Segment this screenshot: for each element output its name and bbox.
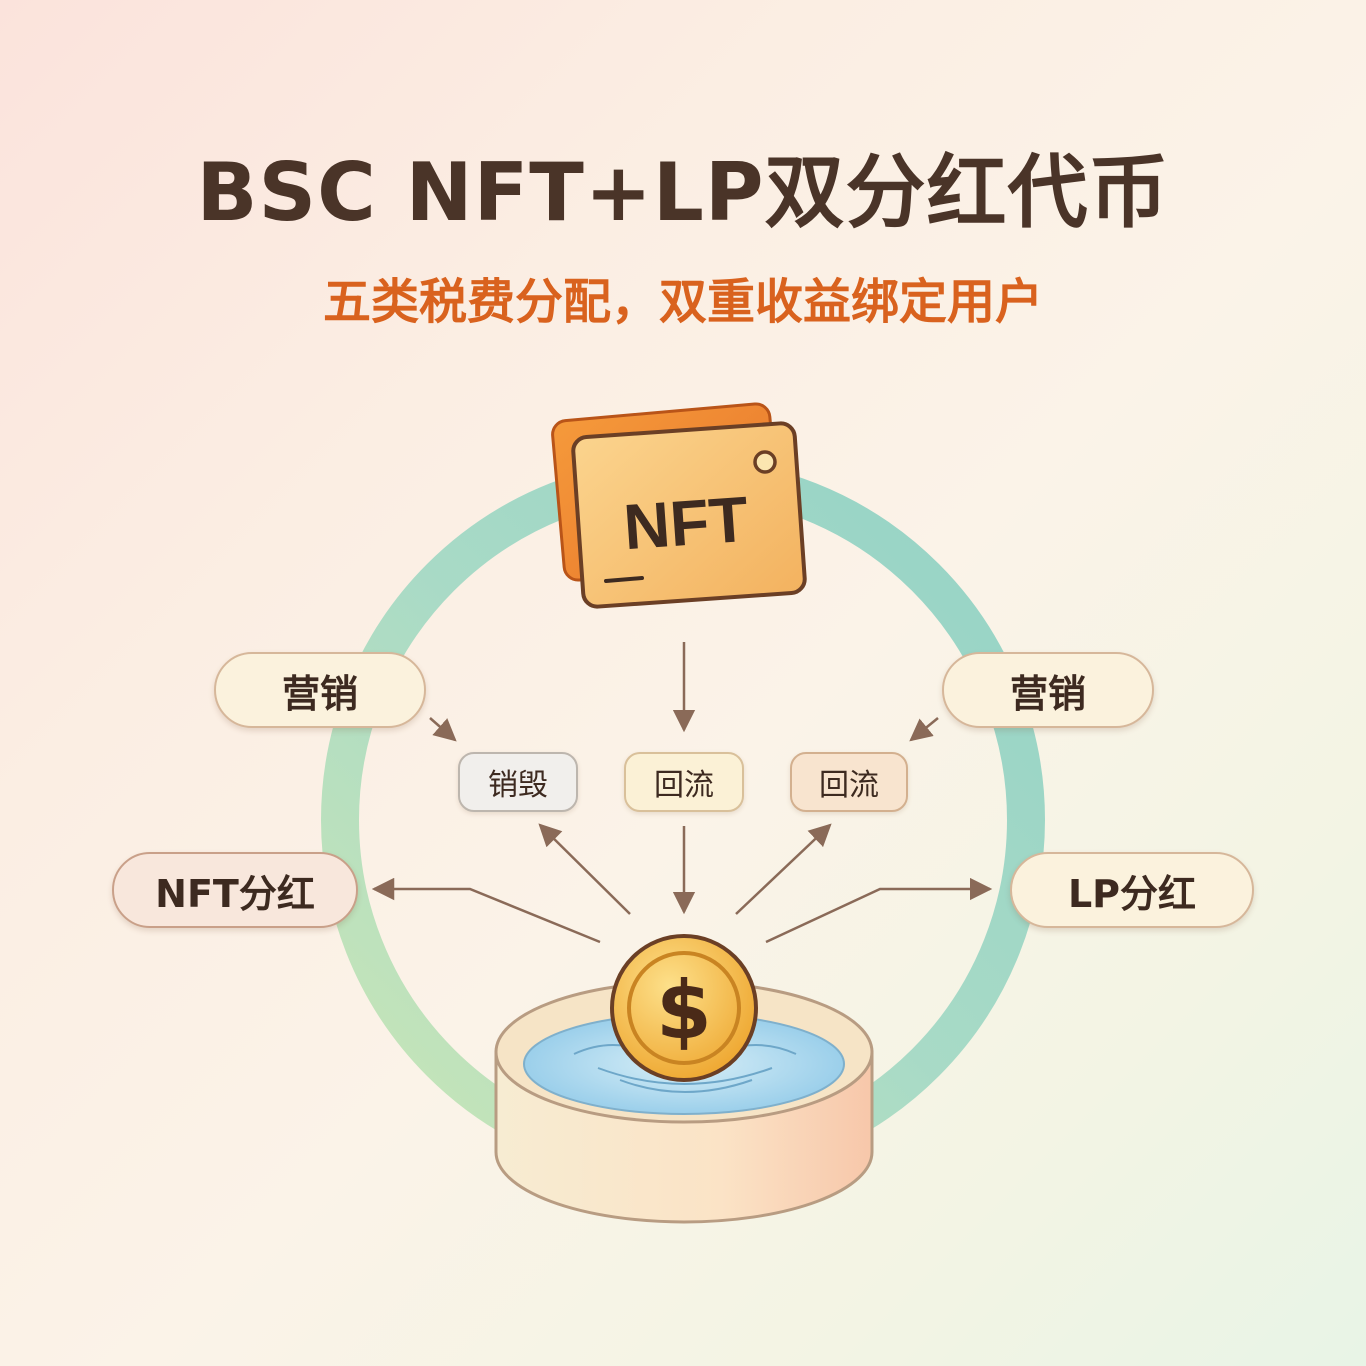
reflow-right-node: 回流 <box>790 752 908 812</box>
nft-card-icon: NFT <box>551 402 807 609</box>
nft-dividend-node: NFT分红 <box>112 852 358 928</box>
marketing-right-node: 营销 <box>942 652 1154 728</box>
marketing-left-node: 营销 <box>214 652 426 728</box>
arrow-marketing-right-to-reflow <box>909 717 939 742</box>
arrow-pool-to-lp-dividend <box>765 877 993 944</box>
arrow-pool-to-burn <box>538 823 631 915</box>
arrow-pool-to-reflow-right <box>735 823 832 915</box>
page-subtitle: 五类税费分配，双重收益绑定用户 <box>322 274 1043 330</box>
coin-icon: $ <box>610 934 758 1082</box>
burn-node: 销毁 <box>458 752 578 812</box>
reflow-center-node: 回流 <box>624 752 744 812</box>
coin-symbol: $ <box>656 964 712 1057</box>
lp-dividend-node: LP分红 <box>1010 852 1254 928</box>
flow-arrows <box>371 642 993 944</box>
arrow-pool-to-nft-dividend <box>371 877 601 944</box>
page-title: BSC NFT+LP双分红代币 <box>196 146 1170 239</box>
nft-card-label: NFT <box>621 483 750 564</box>
arrow-marketing-left-to-burn <box>429 717 457 742</box>
